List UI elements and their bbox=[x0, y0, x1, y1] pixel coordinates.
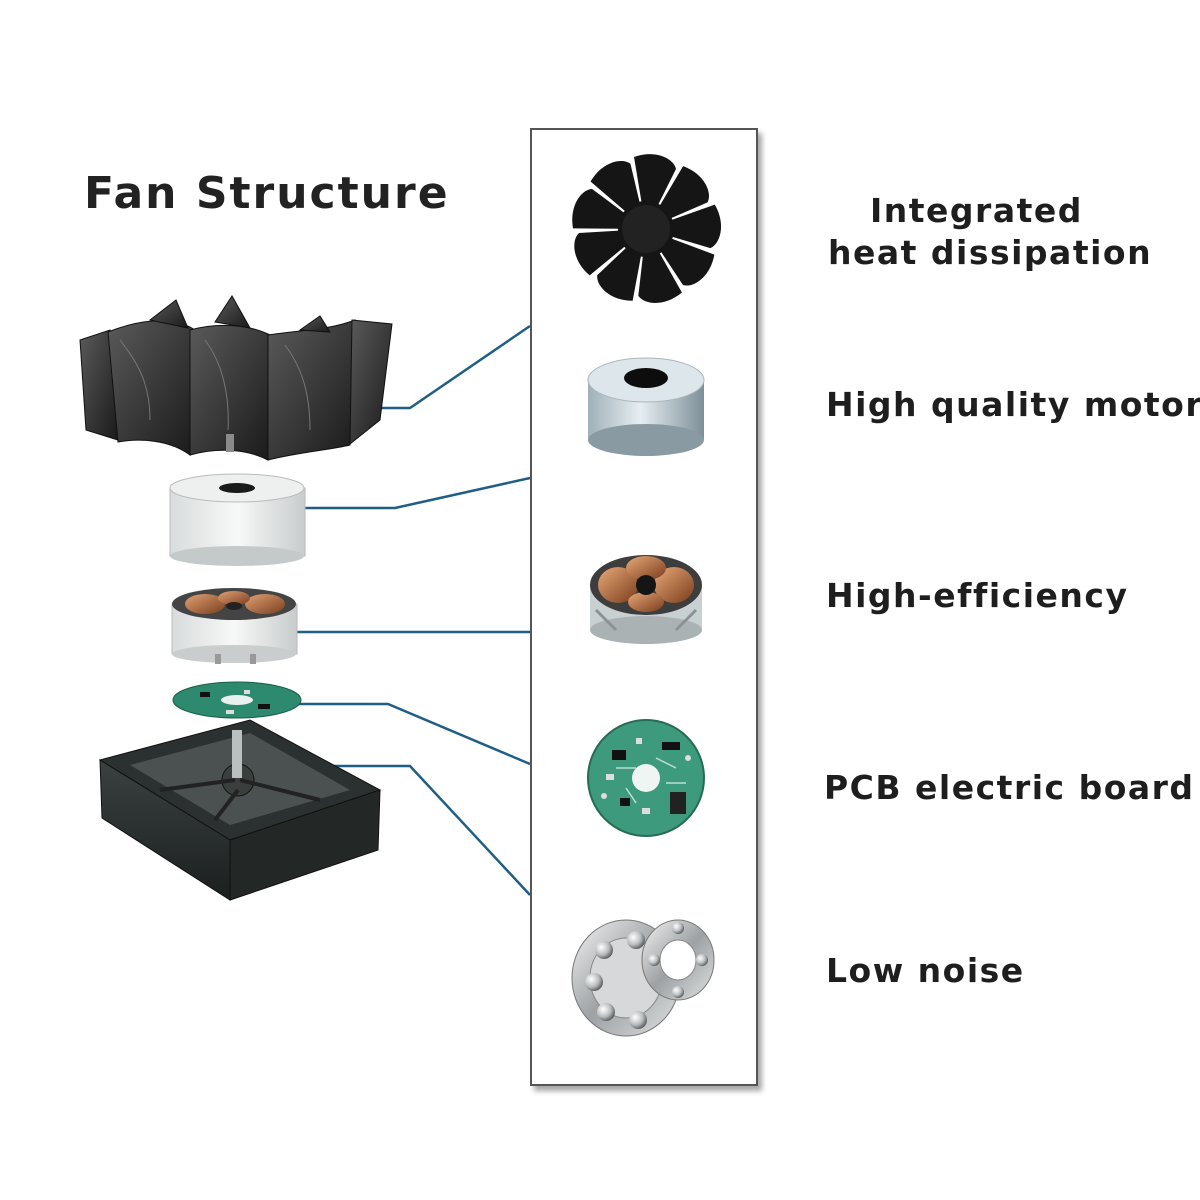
connector-motor bbox=[285, 476, 531, 510]
diagram-title: Fan Structure bbox=[84, 168, 450, 219]
exploded-stator bbox=[171, 588, 298, 664]
feature-label-bearing: Low noise bbox=[826, 951, 1025, 990]
panel-item-motor bbox=[532, 340, 760, 510]
feature-label-stator: High-efficiency bbox=[826, 576, 1129, 615]
exploded-impeller bbox=[79, 295, 393, 461]
exploded-fan-illustration bbox=[79, 295, 393, 901]
panel-item-stator bbox=[532, 530, 760, 700]
impeller-shaft bbox=[226, 434, 234, 452]
exploded-motor-cylinder bbox=[169, 473, 306, 566]
panel-item-fan bbox=[532, 144, 760, 314]
feature-label-impeller: Integrated heat dissipation bbox=[828, 191, 1153, 272]
panel-item-bearing bbox=[532, 900, 760, 1070]
exploded-frame bbox=[98, 719, 382, 901]
feature-label-motor: High quality motor bbox=[826, 385, 1200, 424]
pcb-board-icon bbox=[587, 719, 705, 837]
connector-pcb bbox=[285, 702, 531, 766]
feature-label-pcb: PCB electric board bbox=[824, 768, 1195, 807]
stator-coil-icon bbox=[590, 555, 702, 644]
magnet-ring-icon bbox=[587, 357, 705, 456]
panel-item-pcb bbox=[532, 708, 760, 878]
fan-blade-icon bbox=[572, 154, 722, 304]
exploded-pcb bbox=[172, 681, 302, 719]
ball-bearing-icon bbox=[571, 919, 715, 1037]
component-panel bbox=[530, 128, 758, 1086]
